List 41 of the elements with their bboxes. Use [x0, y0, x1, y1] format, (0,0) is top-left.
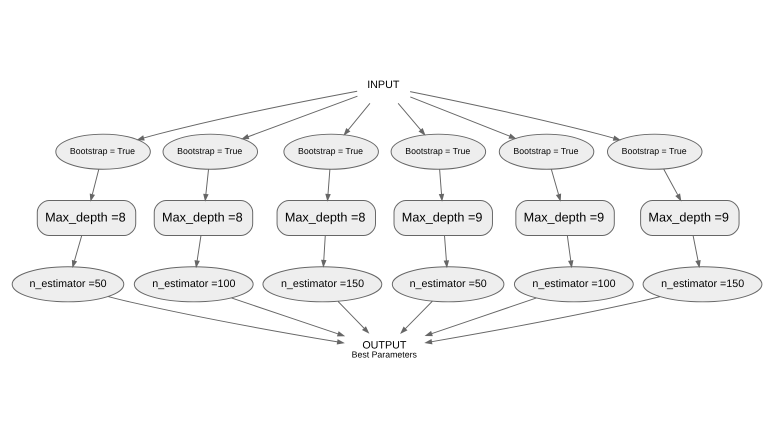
node-box: Max_depth =8 [36, 200, 136, 236]
arrow [424, 297, 537, 336]
arrow [566, 235, 574, 268]
node-ellipse: Bootstrap = True [283, 134, 379, 170]
arrow [321, 235, 327, 268]
node-label: Best Parameters [352, 350, 417, 360]
arrow [230, 297, 346, 336]
arrow [398, 102, 426, 136]
arrow [72, 235, 82, 268]
node-ellipse: n_estimator =150 [262, 266, 382, 302]
arrow [424, 296, 661, 344]
arrow [663, 168, 682, 202]
arrow [692, 235, 701, 268]
arrow [90, 168, 100, 202]
arrow [444, 235, 450, 268]
arrow [410, 91, 621, 141]
node-ellipse: n_estimator =100 [514, 266, 634, 302]
arrow [438, 168, 444, 202]
arrow [203, 168, 210, 202]
arrow [325, 168, 331, 202]
arrow [241, 96, 358, 140]
node-box: Max_depth =8 [276, 200, 376, 236]
node-text: INPUT [367, 79, 400, 92]
node-text: OUTPUT [362, 339, 406, 352]
arrow [410, 96, 517, 139]
arrow [550, 168, 562, 202]
node-ellipse: Bootstrap = True [390, 134, 486, 170]
node-box: Max_depth =9 [515, 200, 615, 236]
node-ellipse: n_estimator =100 [134, 266, 254, 302]
node-box: Max_depth =8 [154, 200, 254, 236]
arrow [338, 301, 370, 334]
node-box: Max_depth =9 [640, 200, 740, 236]
node-ellipse: n_estimator =150 [642, 266, 762, 302]
node-box: Max_depth =9 [394, 200, 493, 236]
arrow [108, 296, 345, 345]
node-ellipse: n_estimator =50 [392, 266, 504, 302]
arrow [400, 300, 433, 334]
arrow [343, 102, 370, 136]
node-ellipse: n_estimator =50 [12, 266, 124, 302]
arrow [194, 235, 202, 268]
arrow [136, 90, 358, 141]
